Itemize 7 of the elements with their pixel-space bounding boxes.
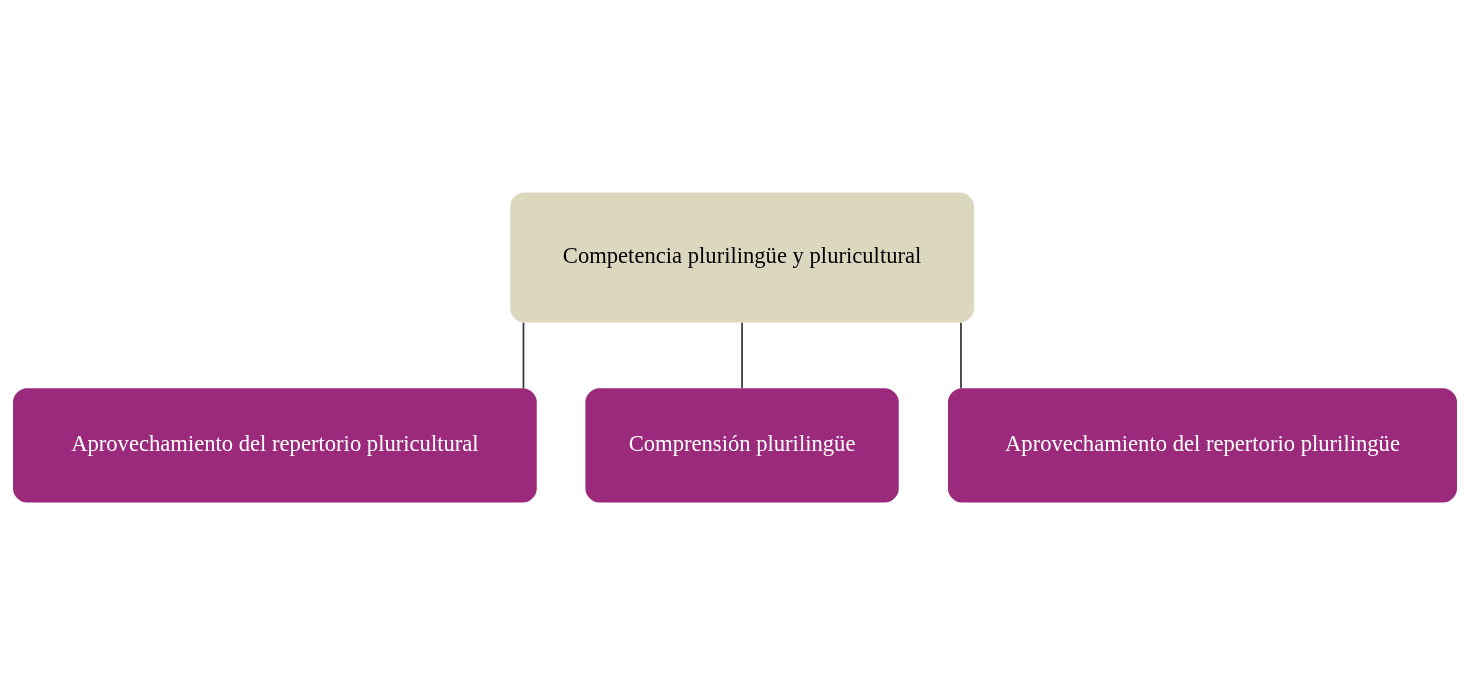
node-box: Aprovechamiento del repertorio plurilingüe [947, 387, 1457, 502]
connector [522, 321, 525, 389]
node-box: Competencia plurilingüe y pluricultural [510, 192, 974, 323]
connector [741, 321, 743, 389]
node-box: Aprovechamiento del repertorio pluricultural [13, 387, 537, 502]
connector [960, 321, 962, 389]
node-box: Comprensión plurilingüe [585, 387, 899, 502]
